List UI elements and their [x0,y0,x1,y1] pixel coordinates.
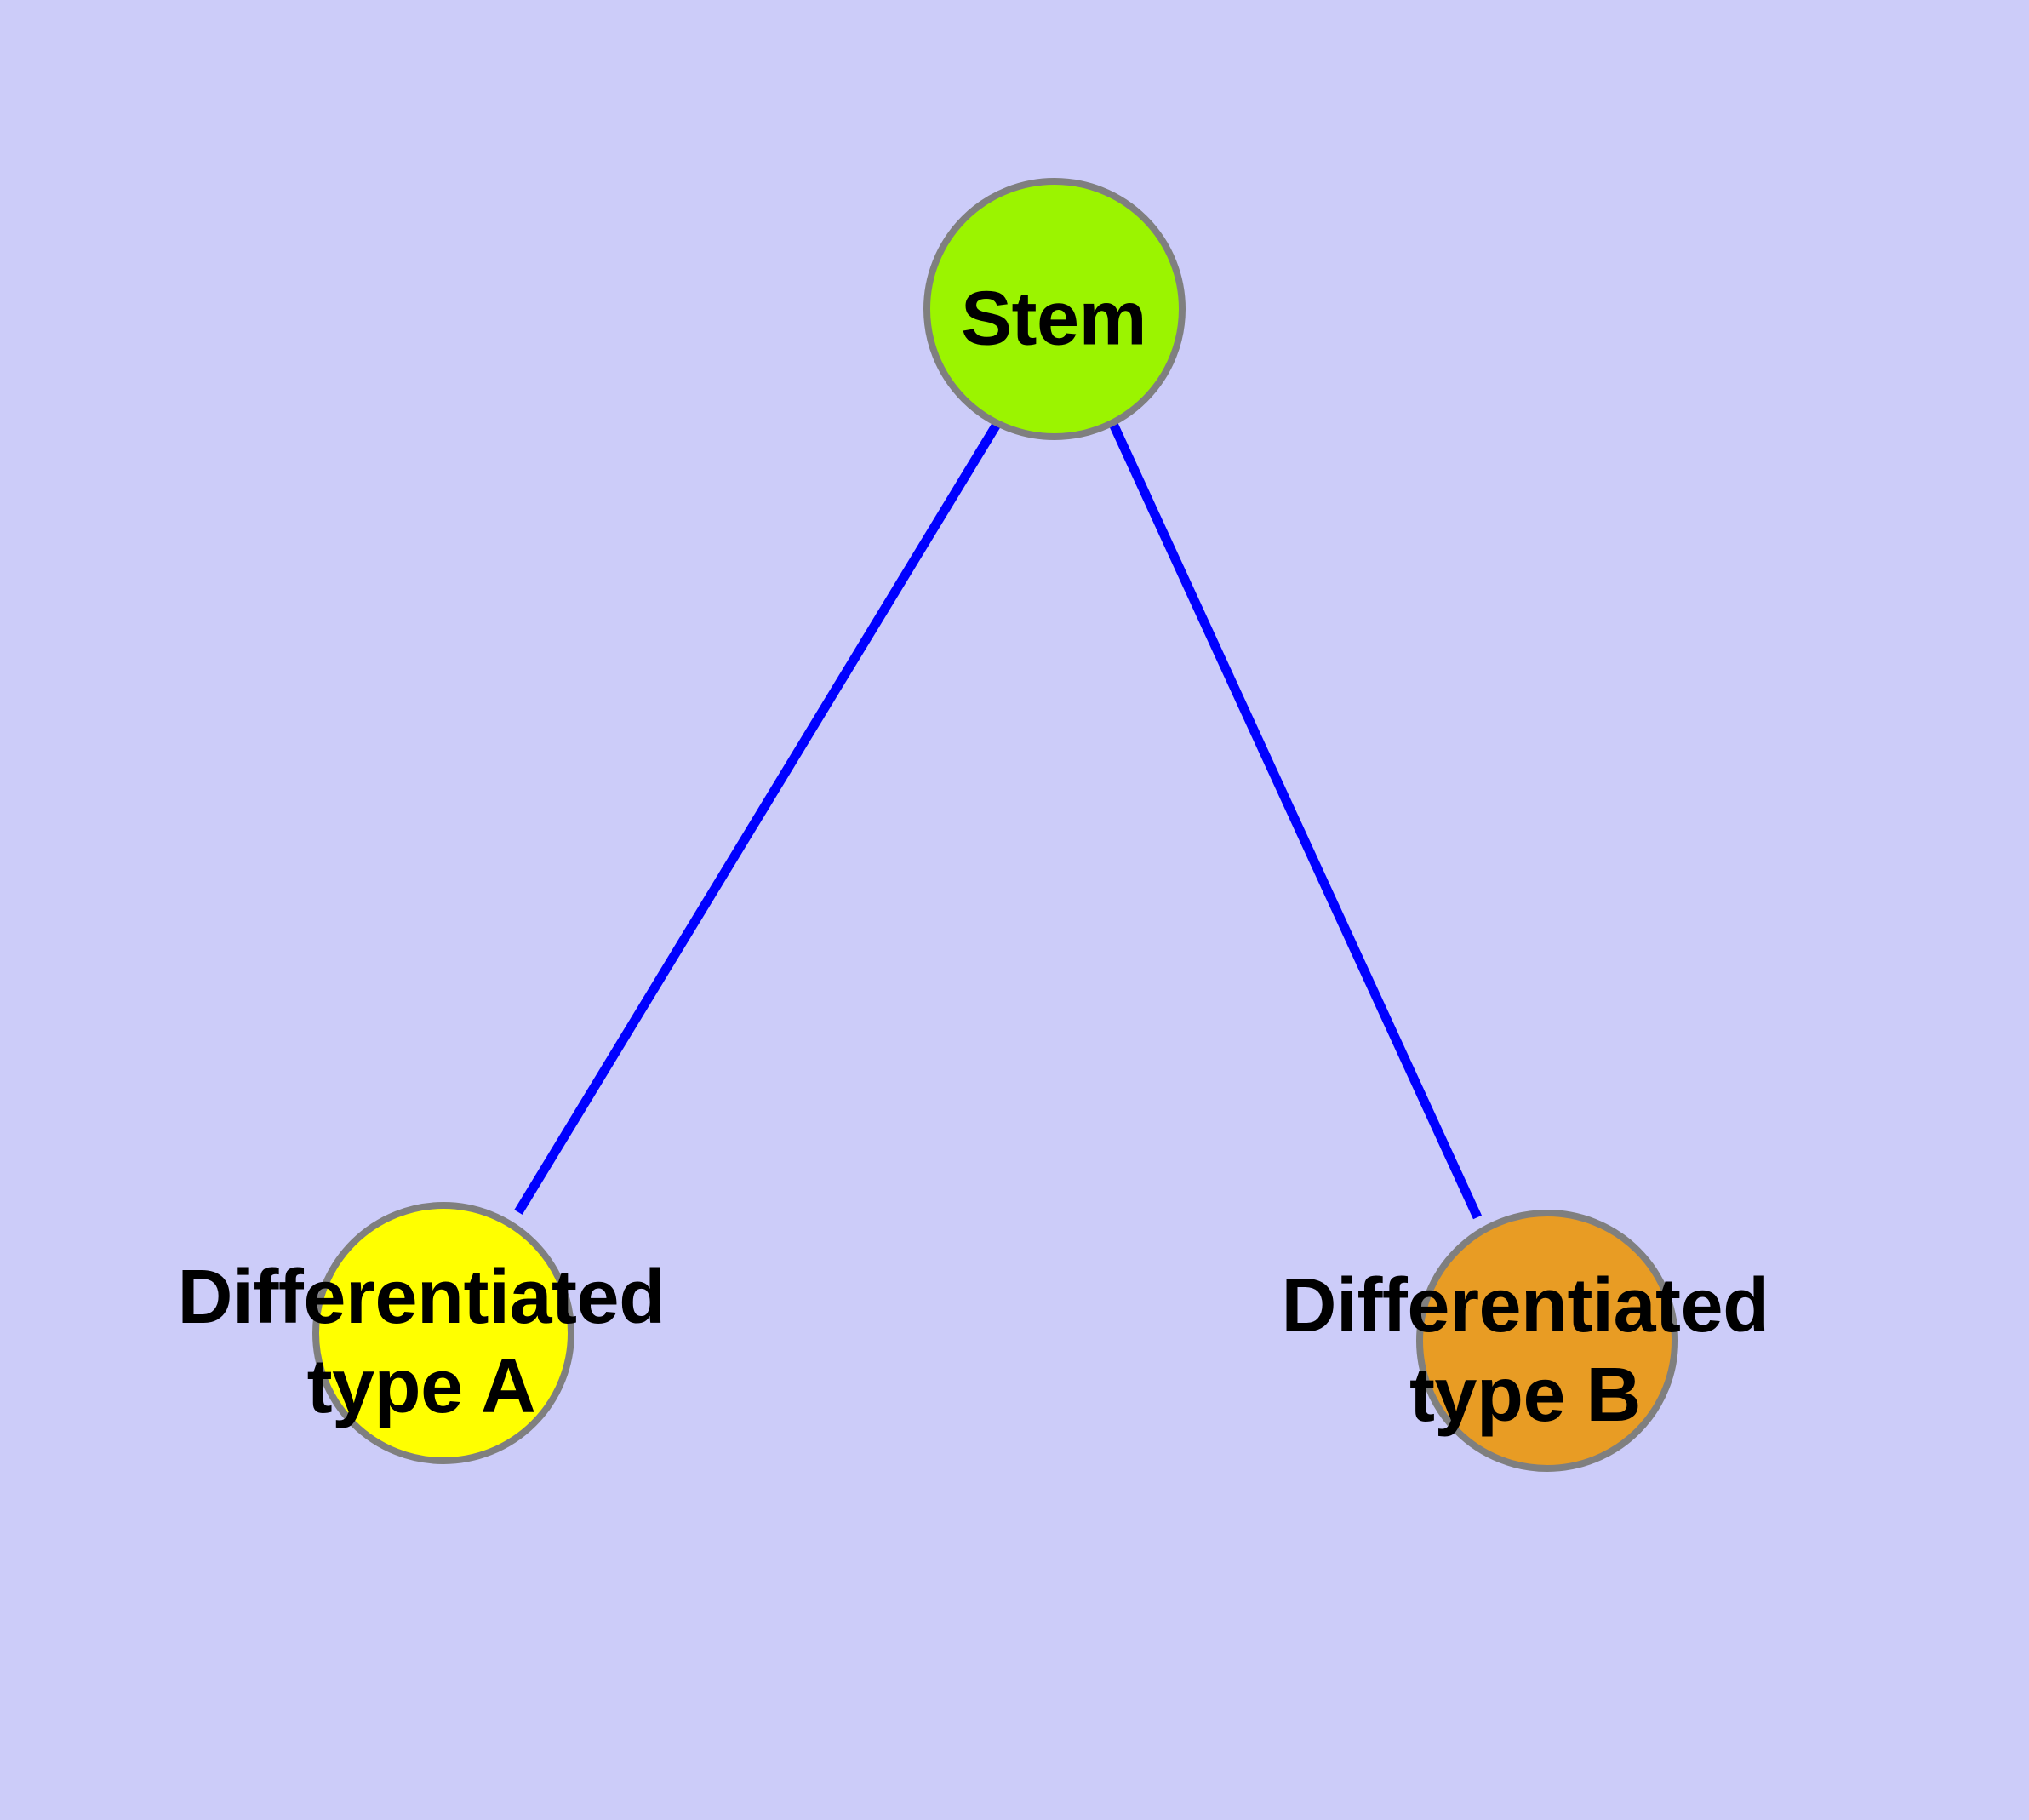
node-differentiated-type-a[interactable] [312,1202,574,1464]
edge-stem-to-differentiated-b[interactable] [1109,421,1482,1220]
node-stem[interactable] [923,178,1186,440]
edge-layer [514,421,1482,1220]
node-layer [312,178,1678,1472]
edge-stem-to-differentiated-a[interactable] [514,421,1002,1215]
node-differentiated-type-b[interactable] [1416,1210,1678,1472]
